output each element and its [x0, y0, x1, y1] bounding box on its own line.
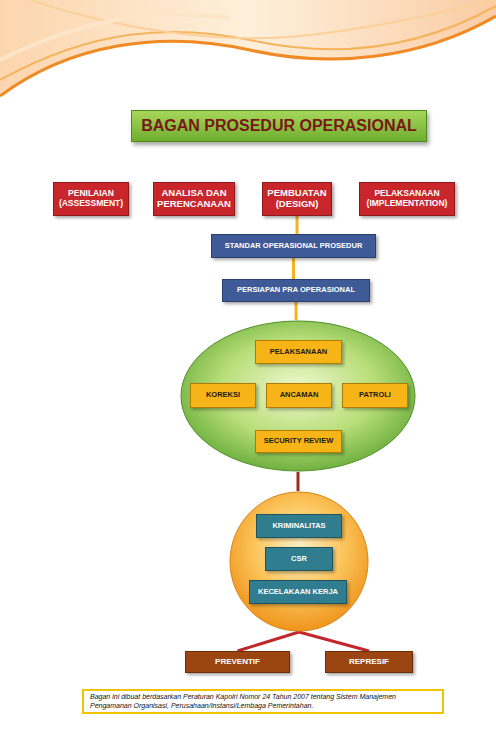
risk-box: KECELAKAAN KERJA [249, 580, 347, 604]
connector-line [238, 632, 300, 651]
action-box: REPRESIF [325, 651, 413, 673]
node-label: PATROLI [359, 391, 391, 400]
group-circle: KRIMINALITAS CSR KECELAKAAN KERJA [229, 491, 369, 632]
node-label: SECURITY REVIEW [264, 437, 333, 446]
activity-box: ANCAMAN [266, 383, 332, 408]
node-label: PELAKSANAAN [270, 348, 328, 357]
connector-line [292, 258, 295, 279]
caption-box: Bagan ini dibuat berdasarkan Peraturan K… [82, 689, 444, 714]
process-box: STANDAR OPERASIONAL PROSEDUR [211, 234, 376, 258]
node-label: PERSIAPAN PRA OPERASIONAL [237, 286, 355, 295]
node-label: PENILAIAN (ASSESSMENT) [54, 189, 128, 209]
phase-box: PENILAIAN (ASSESSMENT) [53, 182, 129, 216]
swoosh-line [0, 15, 230, 60]
connector-line [295, 302, 298, 320]
activity-box: SECURITY REVIEW [255, 430, 342, 453]
node-label: ANCAMAN [280, 391, 319, 400]
connector-line [297, 472, 300, 491]
swoosh-line [30, 0, 496, 38]
top-swoosh [0, 0, 496, 96]
process-box: PERSIAPAN PRA OPERASIONAL [222, 279, 370, 302]
node-label: STANDAR OPERASIONAL PROSEDUR [225, 242, 363, 251]
node-label: KOREKSI [206, 391, 240, 400]
group-ellipse: PELAKSANAAN KOREKSI ANCAMAN PATROLI SECURITY… [180, 320, 416, 472]
activity-box: KOREKSI [190, 383, 256, 408]
caption-text: Bagan ini dibuat berdasarkan Peraturan K… [90, 693, 436, 710]
node-label: KECELAKAAN KERJA [258, 588, 338, 597]
phase-box: PELAKSANAAN (IMPLEMENTATION) [359, 182, 455, 216]
risk-box: KRIMINALITAS [256, 514, 342, 538]
phase-box: ANALISA DAN PERENCANAAN [153, 182, 235, 216]
shape-fill [230, 492, 368, 631]
connector-line [299, 632, 369, 651]
node-label: KRIMINALITAS [272, 522, 325, 531]
connector-line [296, 216, 299, 234]
node-label: PREVENTIF [215, 657, 260, 666]
node-label: CSR [291, 555, 307, 564]
node-label: REPRESIF [349, 657, 389, 666]
risk-box: CSR [265, 547, 333, 571]
node-label: ANALISA DAN PERENCANAAN [154, 188, 234, 210]
activity-box: PELAKSANAAN [255, 340, 342, 364]
activity-box: PATROLI [342, 383, 408, 408]
diagram-title: BAGAN PROSEDUR OPERASIONAL [131, 110, 427, 142]
shape-fill [181, 321, 415, 471]
node-label: PEMBUATAN (DESIGN) [263, 188, 331, 210]
phase-box: PEMBUATAN (DESIGN) [262, 182, 332, 216]
node-label: PELAKSANAAN (IMPLEMENTATION) [360, 189, 454, 209]
action-box: PREVENTIF [185, 651, 290, 673]
